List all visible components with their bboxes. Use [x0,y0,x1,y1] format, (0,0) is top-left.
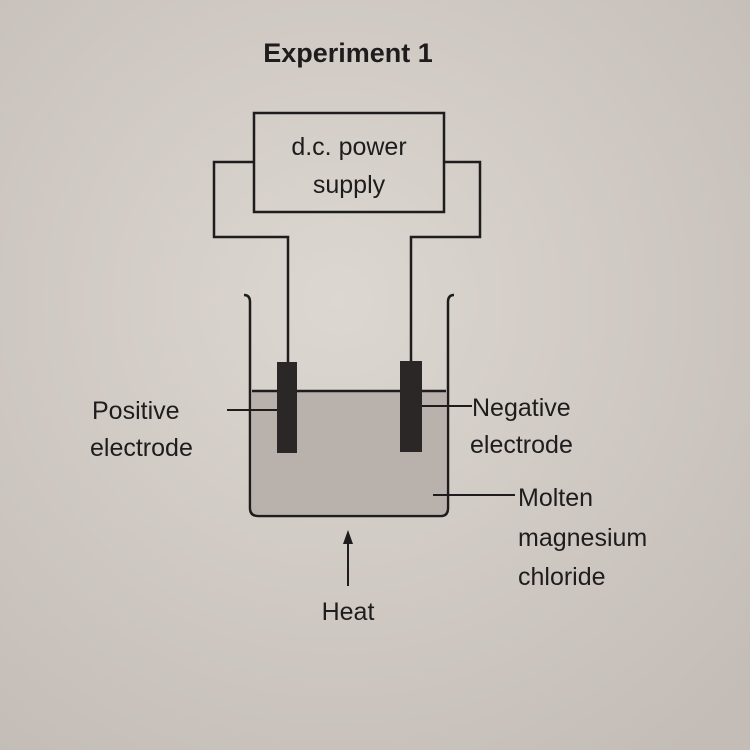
positive-label-line2: electrode [90,434,193,462]
wire-positive [212,160,290,362]
heat-label: Heat [322,598,375,626]
negative-electrode [400,361,422,452]
negative-label-line1: Negative [472,394,571,422]
wire-negative [409,160,482,362]
beaker [243,293,455,518]
power-supply-label-line2: supply [313,171,386,199]
diagram-title: Experiment 1 [263,38,433,68]
positive-electrode [277,362,297,453]
negative-label-line2: electrode [470,431,573,459]
power-supply: d.c. power supply [252,111,446,214]
molten-label-line1: Molten [518,484,593,512]
molten-label-line3: chloride [518,563,606,591]
molten-label-line2: magnesium [518,524,647,552]
positive-label-line1: Positive [92,397,180,425]
power-supply-label-line1: d.c. power [291,133,406,161]
heat-arrow-icon [343,530,353,586]
